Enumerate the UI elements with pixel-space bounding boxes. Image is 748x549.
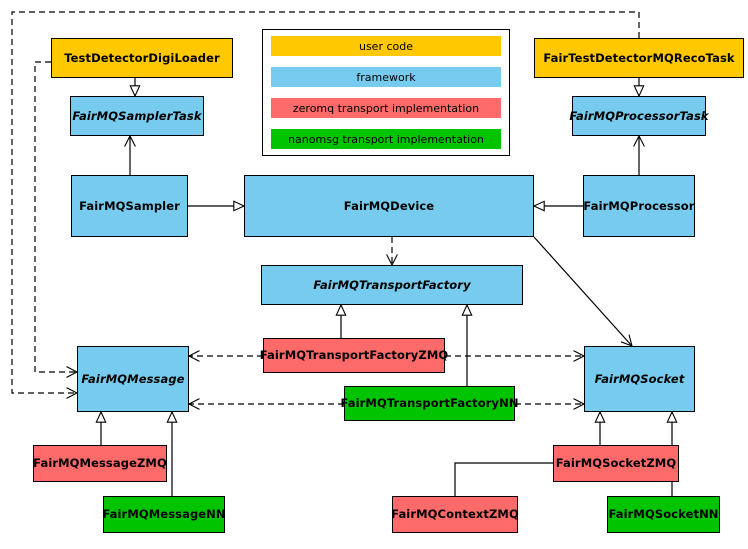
class-box-fairmq-message-zmq[interactable]: FairMQMessageZMQ bbox=[33, 445, 167, 482]
class-label: FairMQContextZMQ bbox=[391, 507, 519, 522]
legend-label: user code bbox=[358, 39, 414, 53]
edge-recotask-message bbox=[11, 11, 640, 399]
class-box-fairmq-device[interactable]: FairMQDevice bbox=[244, 175, 534, 237]
class-box-fairmq-socket[interactable]: FairMQSocket bbox=[584, 346, 695, 412]
class-label: FairTestDetectorMQRecoTask bbox=[543, 50, 735, 65]
class-box-test-detector-digi-loader[interactable]: TestDetectorDigiLoader bbox=[51, 38, 233, 78]
class-label: FairMQMessageZMQ bbox=[33, 456, 167, 471]
class-box-fair-test-detector-mq-reco-task[interactable]: FairTestDetectorMQRecoTask bbox=[534, 38, 744, 78]
class-box-fairmq-sampler[interactable]: FairMQSampler bbox=[71, 175, 188, 237]
legend-label: framework bbox=[356, 70, 416, 84]
edge-digiloader-message bbox=[34, 61, 79, 378]
class-box-fairmq-sampler-task[interactable]: FairMQSamplerTask bbox=[70, 96, 204, 136]
class-label: FairMQTransportFactory bbox=[313, 277, 471, 292]
class-box-fairmq-socket-nn[interactable]: FairMQSocketNN bbox=[607, 496, 720, 533]
legend-item-nanomsg: nanomsg transport implementation bbox=[271, 129, 501, 149]
class-box-fairmq-transport-factory-nn[interactable]: FairMQTransportFactoryNN bbox=[340, 386, 518, 421]
class-label: FairMQSocketZMQ bbox=[555, 456, 677, 471]
edge-device-socket bbox=[533, 236, 633, 347]
class-box-fairmq-transport-factory-zmq[interactable]: FairMQTransportFactoryZMQ bbox=[260, 338, 448, 373]
class-label: FairMQMessage bbox=[81, 371, 185, 386]
class-box-fairmq-socket-zmq[interactable]: FairMQSocketZMQ bbox=[553, 445, 679, 482]
legend-item-user-code: user code bbox=[271, 36, 501, 56]
legend-item-zeromq: zeromq transport implementation bbox=[271, 98, 501, 118]
class-label: FairMQSamplerTask bbox=[72, 108, 202, 123]
class-box-fairmq-message[interactable]: FairMQMessage bbox=[77, 346, 189, 412]
class-box-fairmq-message-nn[interactable]: FairMQMessageNN bbox=[102, 496, 226, 533]
legend-panel: user code framework zeromq transport imp… bbox=[262, 29, 510, 156]
legend-label: zeromq transport implementation bbox=[292, 101, 480, 115]
class-label: FairMQTransportFactoryZMQ bbox=[259, 348, 449, 363]
class-label: FairMQMessageNN bbox=[102, 507, 226, 522]
class-box-fairmq-processor-task[interactable]: FairMQProcessorTask bbox=[569, 96, 709, 136]
class-label: FairMQDevice bbox=[343, 198, 435, 213]
class-box-fairmq-transport-factory[interactable]: FairMQTransportFactory bbox=[261, 265, 523, 305]
class-label: FairMQProcessor bbox=[583, 198, 695, 213]
class-label: FairMQSocket bbox=[594, 371, 685, 386]
class-label: FairMQProcessorTask bbox=[569, 108, 709, 123]
legend-item-framework: framework bbox=[271, 67, 501, 87]
class-box-fairmq-processor[interactable]: FairMQProcessor bbox=[583, 175, 695, 237]
class-label: FairMQSocketNN bbox=[608, 507, 719, 522]
class-box-fairmq-context-zmq[interactable]: FairMQContextZMQ bbox=[391, 496, 519, 533]
class-label: FairMQTransportFactoryNN bbox=[340, 396, 519, 411]
class-label: FairMQSampler bbox=[79, 198, 180, 213]
class-label: TestDetectorDigiLoader bbox=[64, 50, 220, 65]
legend-label: nanomsg transport implementation bbox=[288, 132, 484, 146]
edge-contextzmq-socketzmq bbox=[454, 457, 570, 496]
